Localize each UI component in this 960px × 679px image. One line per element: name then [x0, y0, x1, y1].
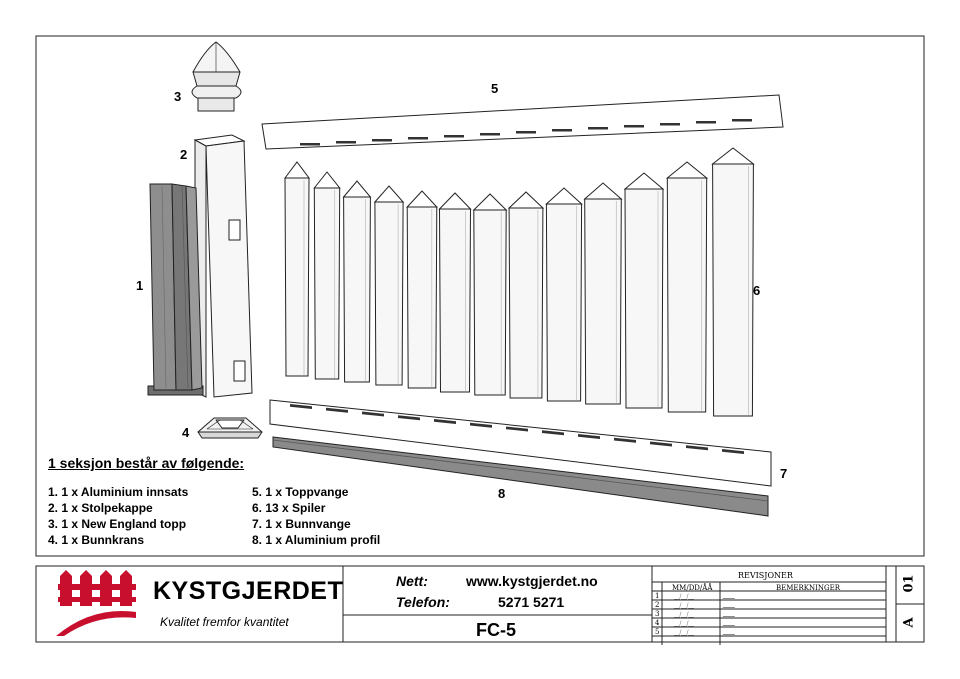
- rail-slot: [300, 143, 320, 146]
- revision-row-note: ___: [723, 628, 735, 635]
- net-label: Nett:: [396, 573, 428, 589]
- rail-slot: [614, 437, 636, 443]
- parts-list-item: 1. 1 x Aluminium innsats: [48, 485, 189, 499]
- aluminium-profile: [272, 436, 769, 517]
- revisions-notes-header: BEMERKNINGER: [776, 584, 841, 592]
- rail-slot: [660, 123, 680, 126]
- drawing-number: FC-5: [476, 620, 516, 640]
- new-england-post-cap: [191, 41, 242, 112]
- top-rail: [261, 94, 784, 150]
- rail-slot: [506, 426, 528, 432]
- picket: [507, 191, 545, 399]
- callout-5: 5: [491, 81, 499, 96]
- picket: [438, 192, 472, 393]
- revision-row-date: __/__/__: [674, 593, 694, 600]
- picket: [545, 187, 583, 402]
- revisions-date-header: MM/DD/ÅÅ: [672, 584, 713, 592]
- picket: [284, 161, 310, 377]
- picket: [313, 171, 341, 380]
- brand-name: KYSTGJERDET: [153, 577, 344, 605]
- title-block-grid: [342, 566, 924, 645]
- parts-list-item: 6. 13 x Spiler: [252, 501, 326, 515]
- rail-slot: [372, 139, 392, 142]
- rail-slot: [362, 411, 384, 417]
- picket: [665, 161, 709, 413]
- rail-slot: [650, 441, 672, 447]
- revision-row-note: ___: [723, 601, 735, 608]
- revision-row-number: 2: [655, 601, 660, 609]
- callout-7: 7: [780, 466, 788, 481]
- revision-row-number: 1: [655, 592, 660, 600]
- rail-slot: [516, 131, 536, 134]
- callout-6: 6: [753, 283, 761, 298]
- rail-slot: [732, 119, 752, 122]
- rail-slot: [434, 419, 456, 424]
- rail-slot: [552, 129, 572, 132]
- rail-slot: [290, 404, 312, 409]
- revision-row-number: 4: [655, 619, 660, 627]
- revision-row-number: 5: [655, 628, 660, 636]
- bottom-rail: [269, 399, 772, 487]
- revision-row-note: ___: [723, 592, 735, 599]
- brand-tagline: Kvalitet fremfor kvantitet: [160, 615, 289, 629]
- rail-slot: [624, 125, 644, 128]
- parts-list-item: 7. 1 x Bunnvange: [252, 517, 351, 531]
- sheet-number: 01: [901, 574, 917, 593]
- revision-row-date: __/__/__: [674, 620, 694, 627]
- picket: [472, 193, 508, 396]
- picket: [623, 172, 665, 409]
- rail-slot: [722, 449, 744, 454]
- picket: [373, 185, 405, 386]
- drawing-frame: [35, 35, 925, 557]
- rail-slot: [470, 422, 492, 428]
- phone-number: 5271 5271: [498, 594, 565, 610]
- parts-list-item: 8. 1 x Aluminium profil: [252, 533, 381, 547]
- revision-row-date: __/__/__: [674, 629, 694, 636]
- base-skirt: [197, 417, 263, 439]
- rail-slot: [578, 434, 600, 439]
- parts-list-item: 4. 1 x Bunnkrans: [48, 533, 145, 547]
- callout-1: 1: [136, 278, 144, 293]
- revision-row-date: __/__/__: [674, 611, 694, 618]
- callout-8: 8: [498, 486, 506, 501]
- rail-slot: [326, 407, 348, 413]
- revision-row-note: ___: [723, 610, 735, 617]
- picket: [711, 147, 755, 417]
- rail-slot: [398, 415, 420, 421]
- kystgjerdet-logo-icon: [56, 570, 136, 636]
- rail-slot: [480, 133, 500, 136]
- callout-2: 2: [180, 147, 188, 162]
- rail-slot: [542, 430, 564, 436]
- rail-slot: [336, 141, 356, 144]
- callout-3: 3: [174, 89, 182, 104]
- aluminium-insert: [147, 183, 204, 396]
- website-link[interactable]: www.kystgjerdet.no: [466, 573, 598, 589]
- revisions-title: REVISJONER: [738, 571, 793, 580]
- callout-4: 4: [182, 425, 190, 440]
- picket: [583, 182, 623, 405]
- rail-slot: [696, 121, 716, 124]
- parts-list-item: 3. 1 x New England topp: [48, 517, 187, 531]
- parts-list-title: 1 seksjon består av følgende:: [48, 455, 245, 471]
- picket: [406, 190, 438, 389]
- post-sleeve: [193, 134, 253, 398]
- rail-slot: [444, 135, 464, 138]
- picket: [342, 180, 372, 383]
- rail-slot: [408, 137, 428, 140]
- phone-label: Telefon:: [396, 594, 450, 610]
- revision-row-number: 3: [655, 610, 660, 618]
- rail-slot: [588, 127, 608, 130]
- rail-slot: [686, 445, 708, 451]
- revision-row-date: __/__/__: [674, 602, 694, 609]
- revision-row-note: ___: [723, 619, 735, 626]
- pickets: [284, 147, 755, 417]
- sheet-size: A: [901, 617, 917, 628]
- parts-list-item: 2. 1 x Stolpekappe: [48, 501, 153, 515]
- parts-list-item: 5. 1 x Toppvange: [252, 485, 349, 499]
